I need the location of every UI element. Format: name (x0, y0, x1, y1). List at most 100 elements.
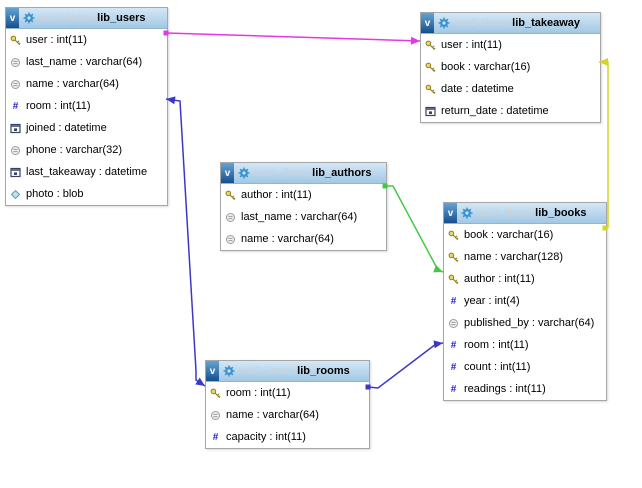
field-label: user : int(11) (26, 34, 87, 46)
field-label: last_takeaway : datetime (26, 166, 148, 178)
field-row[interactable]: published_by : varchar(64) (444, 312, 606, 334)
toggle-fields-icon[interactable]: v (444, 203, 457, 223)
field-row[interactable]: date : datetime (421, 78, 600, 100)
field-label: room : int(11) (226, 387, 291, 399)
field-label: last_name : varchar(64) (26, 56, 143, 68)
field-row[interactable]: user : int(11) (421, 34, 600, 56)
field-row[interactable]: name : varchar(64) (6, 73, 167, 95)
numeric-icon: # (450, 339, 457, 351)
field-label: capacity : int(11) (226, 431, 306, 443)
table-options-gear-icon[interactable] (223, 365, 235, 377)
field-label: name : varchar(64) (226, 409, 319, 421)
table-header[interactable]: v nick7_library. lib_books (444, 203, 606, 224)
field-row[interactable]: author : int(11) (221, 184, 386, 206)
lib_rooms-lib_books-end-arrowhead (433, 340, 443, 349)
field-row[interactable]: return_date : datetime (421, 100, 600, 122)
field-label: readings : int(11) (464, 383, 546, 395)
table-header[interactable]: v nick7_library. lib_authors (221, 163, 386, 184)
table-card-lib_rooms[interactable]: v nick7_library. lib_rooms room : int(1 (205, 360, 370, 449)
key-icon (425, 62, 436, 73)
field-row[interactable]: photo : blob (6, 183, 167, 205)
toggle-fields-icon[interactable]: v (421, 13, 434, 33)
table-options-gear-icon[interactable] (23, 12, 35, 24)
table-name: lib_authors (312, 167, 372, 179)
numeric-icon: # (212, 431, 219, 443)
field-label: name : varchar(128) (464, 251, 564, 263)
field-label: year : int(4) (464, 295, 520, 307)
lib_authors-lib_books-end-arrowhead (433, 264, 443, 273)
text-icon (448, 318, 459, 329)
key-icon (210, 388, 221, 399)
database-name: nick7_library. (38, 12, 97, 24)
field-row[interactable]: # readings : int(11) (444, 378, 606, 400)
field-row[interactable]: room : int(11) (206, 382, 369, 404)
field-row[interactable]: # count : int(11) (444, 356, 606, 378)
text-icon (10, 57, 21, 68)
field-row[interactable]: book : varchar(16) (421, 56, 600, 78)
table-options-gear-icon[interactable] (461, 207, 473, 219)
toggle-fields-icon[interactable]: v (6, 8, 19, 28)
table-card-lib_users[interactable]: v nick7_library. lib_users user : int(1 (5, 7, 168, 206)
toggle-fields-icon[interactable]: v (221, 163, 234, 183)
relation-line-lib_authors-lib_books (385, 185, 444, 273)
field-row[interactable]: last_takeaway : datetime (6, 161, 167, 183)
blob-icon (10, 189, 21, 200)
numeric-icon: # (12, 100, 19, 112)
table-card-lib_takeaway[interactable]: v nick7_library. lib_takeaway user : in (420, 12, 601, 123)
field-label: user : int(11) (441, 39, 502, 51)
table-header[interactable]: v nick7_library. lib_takeaway (421, 13, 600, 34)
key-icon (448, 274, 459, 285)
field-label: date : datetime (441, 83, 514, 95)
table-options-gear-icon[interactable] (238, 167, 250, 179)
table-header[interactable]: v nick7_library. lib_rooms (206, 361, 369, 382)
field-row[interactable]: # room : int(11) (444, 334, 606, 356)
database-name: nick7_library. (253, 167, 312, 179)
field-label: return_date : datetime (441, 105, 549, 117)
field-row[interactable]: user : int(11) (6, 29, 167, 51)
text-icon (210, 410, 221, 421)
field-label: photo : blob (26, 188, 84, 200)
field-row[interactable]: phone : varchar(32) (6, 139, 167, 161)
field-row[interactable]: last_name : varchar(64) (221, 206, 386, 228)
field-label: published_by : varchar(64) (464, 317, 595, 329)
field-label: room : int(11) (26, 100, 91, 112)
field-row[interactable]: name : varchar(64) (206, 404, 369, 426)
field-row[interactable]: # capacity : int(11) (206, 426, 369, 448)
field-label: last_name : varchar(64) (241, 211, 358, 223)
gear-icon (438, 17, 450, 29)
key-icon (225, 190, 236, 201)
field-label: room : int(11) (464, 339, 529, 351)
field-label: joined : datetime (26, 122, 107, 134)
toggle-fields-icon[interactable]: v (206, 361, 219, 381)
table-card-lib_authors[interactable]: v nick7_library. lib_authors author : i (220, 162, 387, 251)
datetime-icon (425, 106, 436, 117)
field-row[interactable]: name : varchar(128) (444, 246, 606, 268)
field-row[interactable]: joined : datetime (6, 117, 167, 139)
field-list: user : int(11) last_name : varchar(64) n… (6, 29, 167, 205)
field-list: book : varchar(16) name : varchar(128) a… (444, 224, 606, 400)
table-options-gear-icon[interactable] (438, 17, 450, 29)
datetime-icon (10, 167, 21, 178)
key-icon (448, 230, 459, 241)
field-row[interactable]: name : varchar(64) (221, 228, 386, 250)
field-row[interactable]: author : int(11) (444, 268, 606, 290)
datetime-icon (10, 123, 21, 134)
field-row[interactable]: # room : int(11) (6, 95, 167, 117)
field-list: author : int(11) last_name : varchar(64)… (221, 184, 386, 250)
field-row[interactable]: last_name : varchar(64) (6, 51, 167, 73)
text-icon (225, 212, 236, 223)
field-label: phone : varchar(32) (26, 144, 122, 156)
gear-icon (461, 207, 473, 219)
table-card-lib_books[interactable]: v nick7_library. lib_books book : varch (443, 202, 607, 401)
key-icon (425, 40, 436, 51)
field-row[interactable]: # year : int(4) (444, 290, 606, 312)
gear-icon (238, 167, 250, 179)
database-name: nick7_library. (476, 207, 535, 219)
numeric-icon: # (450, 383, 457, 395)
field-label: name : varchar(64) (26, 78, 119, 90)
table-header[interactable]: v nick7_library. lib_users (6, 8, 167, 29)
field-row[interactable]: book : varchar(16) (444, 224, 606, 246)
field-label: book : varchar(16) (441, 61, 531, 73)
field-label: name : varchar(64) (241, 233, 334, 245)
